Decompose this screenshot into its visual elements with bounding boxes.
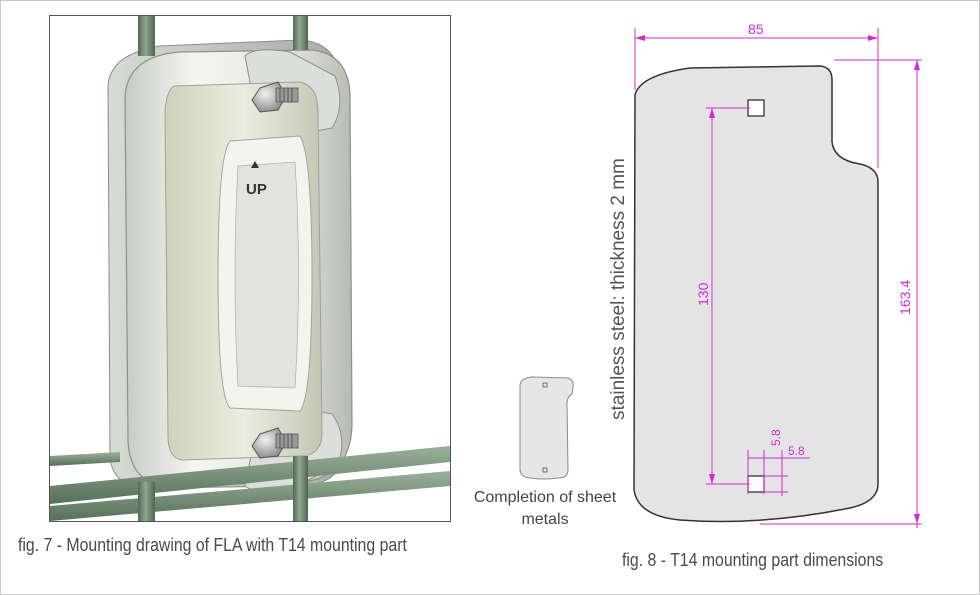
height-dimension: 163.4	[897, 280, 913, 315]
fig8-caption: fig. 8 - T14 mounting part dimensions	[622, 550, 884, 570]
mounting-hole-bottom	[747, 475, 765, 493]
mounting-hole-top	[747, 99, 765, 117]
width-dimension: 85	[748, 21, 764, 37]
fig7-caption: fig. 7 - Mounting drawing of FLA with T1…	[18, 535, 407, 555]
fig7-mounting-drawing: UP	[49, 15, 451, 522]
bolt-icon	[251, 81, 299, 113]
up-label: UP	[246, 181, 267, 198]
fig7-illustration: UP	[50, 16, 450, 521]
sheet-metal-preview	[519, 376, 574, 480]
hole-size-vertical-dimension: 5.8	[769, 429, 783, 446]
mounting-plate	[633, 65, 879, 523]
preview-caption: Completion of sheet metals	[473, 489, 617, 528]
bolt-icon	[251, 427, 299, 459]
hole-size-horizontal-dimension: 5.8	[788, 444, 805, 458]
fig8-dimension-drawing: 85 163.4 130 5.8 5.8	[633, 21, 922, 528]
hole-spacing-dimension: 130	[695, 282, 711, 306]
up-arrow-icon	[251, 161, 259, 168]
